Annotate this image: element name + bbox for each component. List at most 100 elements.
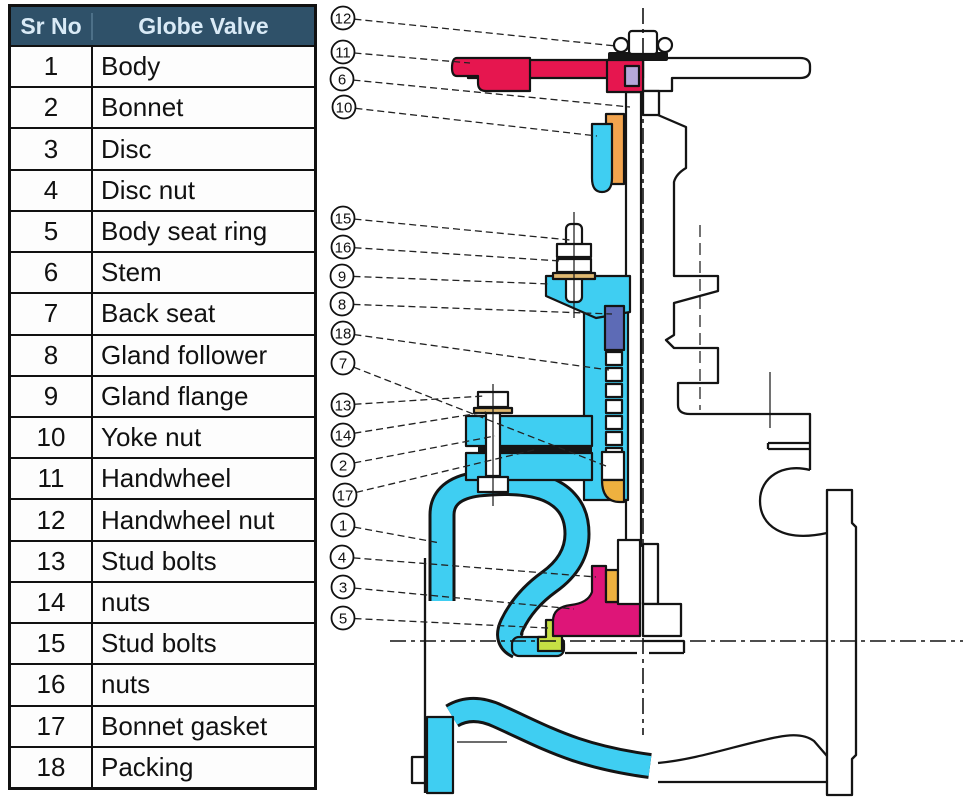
packing-rings bbox=[604, 350, 624, 463]
callout-circle-16 bbox=[330, 234, 356, 260]
bolt-axes bbox=[492, 212, 771, 506]
left-section-half bbox=[410, 29, 674, 795]
table-row: 6 Stem bbox=[11, 251, 314, 293]
table-row: 3 Disc bbox=[11, 127, 314, 169]
table-row: 12 Handwheel nut bbox=[11, 498, 314, 540]
callout-circle-14 bbox=[330, 422, 356, 448]
cell-sr-no: 6 bbox=[11, 253, 93, 293]
callout-number-4: 4 bbox=[338, 549, 346, 566]
table-row: 16 nuts bbox=[11, 663, 314, 705]
cell-sr-no: 10 bbox=[11, 417, 93, 458]
callout-number-18: 18 bbox=[335, 325, 352, 342]
cell-sr-no: 8 bbox=[11, 335, 93, 375]
cell-part-name: Back seat bbox=[101, 298, 216, 329]
callout-number-16: 16 bbox=[335, 239, 352, 256]
callout-leader-17 bbox=[356, 448, 539, 493]
callout-circle-7 bbox=[330, 350, 356, 376]
callout-circle-4 bbox=[329, 544, 355, 570]
table-row: 14 nuts bbox=[11, 580, 314, 623]
disc-outline bbox=[641, 602, 683, 638]
handwheel-hub-outline bbox=[641, 89, 661, 117]
bonnet-gasket-outline bbox=[766, 441, 810, 451]
callout-leader-8 bbox=[353, 303, 613, 315]
cell-sr-no: 18 bbox=[11, 747, 93, 787]
callout-circle-13 bbox=[330, 392, 356, 418]
cell-part-name: Handwheel nut bbox=[101, 504, 275, 535]
cell-sr-no: 11 bbox=[11, 459, 93, 499]
disc bbox=[551, 564, 642, 638]
cell-sr-no: 14 bbox=[11, 582, 93, 623]
seat-contact-lines bbox=[565, 639, 686, 655]
cell-part-name: Yoke nut bbox=[101, 422, 202, 453]
cell-sr-no: 13 bbox=[11, 541, 93, 581]
back-seat bbox=[600, 478, 626, 504]
cell-part-name: nuts bbox=[101, 669, 151, 700]
callout-leader-11 bbox=[354, 52, 471, 64]
callout-number-17: 17 bbox=[337, 487, 354, 504]
stem-outline bbox=[641, 542, 660, 606]
cell-part-name: Body bbox=[101, 51, 161, 82]
cell-sr-no: 16 bbox=[11, 665, 93, 705]
cell-part-name: Disc nut bbox=[101, 174, 195, 205]
callout-number-9: 9 bbox=[338, 268, 346, 285]
callout-circle-3 bbox=[330, 574, 356, 600]
cell-part-name: Stud bolts bbox=[101, 545, 217, 576]
callout-leader-2 bbox=[354, 435, 496, 464]
cell-part-name: nuts bbox=[101, 586, 151, 617]
table-row: 17 Bonnet gasket bbox=[11, 704, 314, 746]
callout-number-13: 13 bbox=[335, 397, 352, 414]
stem-bottom bbox=[616, 538, 642, 606]
cell-part-name: Stem bbox=[101, 257, 162, 288]
callout-circle-17 bbox=[332, 482, 358, 508]
cell-part-name: Handwheel bbox=[101, 463, 232, 494]
cell-sr-no: 17 bbox=[11, 706, 93, 746]
callout-leader-6 bbox=[353, 79, 631, 108]
callout-circle-6 bbox=[329, 66, 355, 92]
cell-sr-no: 15 bbox=[11, 624, 93, 664]
stem-bushing bbox=[623, 64, 641, 88]
callout-leader-13 bbox=[354, 395, 485, 405]
callout-circle-10 bbox=[331, 94, 357, 120]
right-flange-outline bbox=[825, 488, 858, 797]
yoke-nut bbox=[590, 122, 614, 194]
callout-number-5: 5 bbox=[339, 610, 347, 627]
cell-part-name: Body seat ring bbox=[101, 215, 268, 246]
callout-leader-15 bbox=[354, 218, 571, 241]
callout-number-10: 10 bbox=[336, 99, 353, 116]
table-row: 1 Body bbox=[11, 45, 314, 87]
table-row: 15 Stud bolts bbox=[11, 622, 314, 664]
handwheel-outline bbox=[641, 56, 812, 93]
cell-part-name: Bonnet gasket bbox=[101, 710, 268, 741]
cell-sr-no: 5 bbox=[11, 211, 93, 252]
table-row: 4 Disc nut bbox=[11, 168, 314, 210]
table-row: 13 Stud bolts bbox=[11, 539, 314, 581]
cell-sr-no: 12 bbox=[11, 500, 93, 540]
callout-leader-10 bbox=[355, 107, 598, 137]
table-row: 11 Handwheel bbox=[11, 457, 314, 499]
passage-band-top-outline bbox=[657, 734, 828, 765]
table-row: 5 Body seat ring bbox=[11, 209, 314, 252]
callout-number-7: 7 bbox=[339, 355, 347, 372]
callout-number-3: 3 bbox=[339, 579, 347, 596]
callout-circle-12 bbox=[330, 5, 356, 31]
callout-circle-5 bbox=[330, 605, 356, 631]
handwheel-rim bbox=[450, 56, 532, 93]
cell-sr-no: 9 bbox=[11, 376, 93, 416]
callout-leader-12 bbox=[354, 18, 617, 47]
cell-sr-no: 7 bbox=[11, 294, 93, 334]
cell-part-name: Bonnet bbox=[101, 92, 184, 123]
cell-part-name: Disc bbox=[101, 133, 152, 164]
cell-sr-no: 4 bbox=[11, 170, 93, 210]
callout-circle-15 bbox=[330, 205, 356, 231]
cell-part-name: Stud bolts bbox=[101, 628, 217, 659]
cell-sr-no: 3 bbox=[11, 129, 93, 169]
callout-leader-9 bbox=[353, 275, 551, 285]
cell-sr-no: 1 bbox=[11, 47, 93, 87]
callout-number-11: 11 bbox=[335, 44, 351, 61]
